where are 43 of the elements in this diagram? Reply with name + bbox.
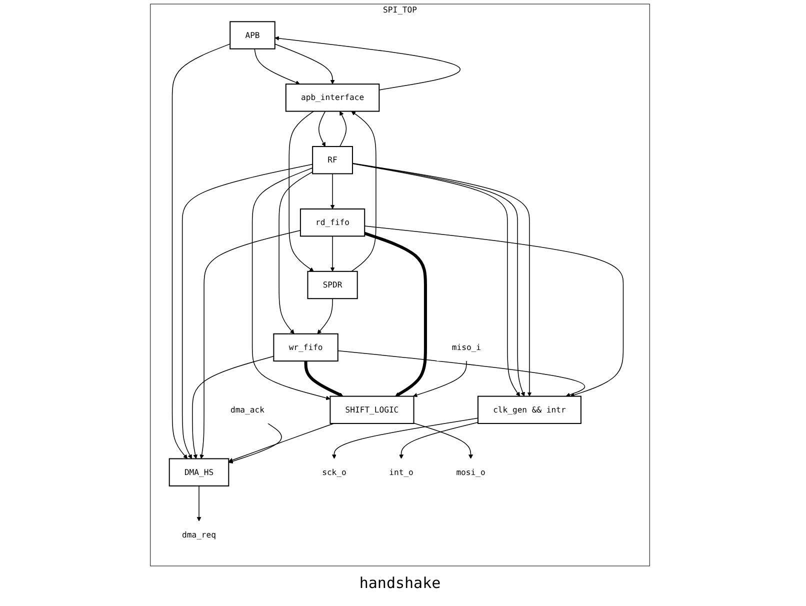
arrow	[182, 164, 313, 459]
arrow	[351, 111, 376, 272]
node-box: wr_fifo	[273, 333, 338, 362]
arrow	[364, 232, 427, 397]
arrow	[399, 422, 478, 459]
node-box: apb_interface	[285, 84, 380, 112]
arrow	[317, 298, 333, 334]
arrow	[412, 360, 467, 398]
node-box: DMA_HS	[168, 458, 230, 486]
node-text: mosi_o	[456, 467, 486, 477]
node-text: miso_i	[452, 342, 482, 352]
arrow	[192, 356, 274, 459]
arrow	[338, 350, 586, 397]
arrow	[413, 422, 473, 459]
arrow	[200, 230, 301, 459]
node-box: clk_gen && intr	[477, 396, 582, 424]
node-box: SHIFT_LOGIC	[330, 396, 414, 424]
node-text: int_o	[389, 467, 414, 477]
arrow	[318, 110, 326, 147]
arrow	[172, 44, 230, 459]
arrow	[252, 168, 330, 400]
arrow	[288, 110, 314, 272]
arrow	[196, 486, 202, 522]
node-box: APB	[230, 21, 276, 50]
arrow	[339, 111, 347, 147]
node-text: dma_ack	[230, 404, 264, 414]
arrow	[330, 236, 335, 272]
arrow	[364, 226, 624, 398]
node-text: sck_o	[322, 467, 346, 477]
arrow	[332, 418, 478, 459]
arrow	[304, 361, 344, 397]
arrow	[274, 36, 460, 90]
arrow	[330, 173, 335, 210]
arrow	[254, 48, 300, 85]
arrow	[228, 423, 282, 464]
arrow	[278, 171, 313, 334]
node-box: SPDR	[307, 270, 358, 300]
node-box: rd_fifo	[300, 208, 366, 237]
arrow	[274, 44, 335, 84]
node-box: RF	[312, 146, 353, 174]
node-text: dma_req	[182, 530, 216, 540]
note-text: handshake	[359, 574, 441, 592]
arrow	[228, 423, 334, 462]
